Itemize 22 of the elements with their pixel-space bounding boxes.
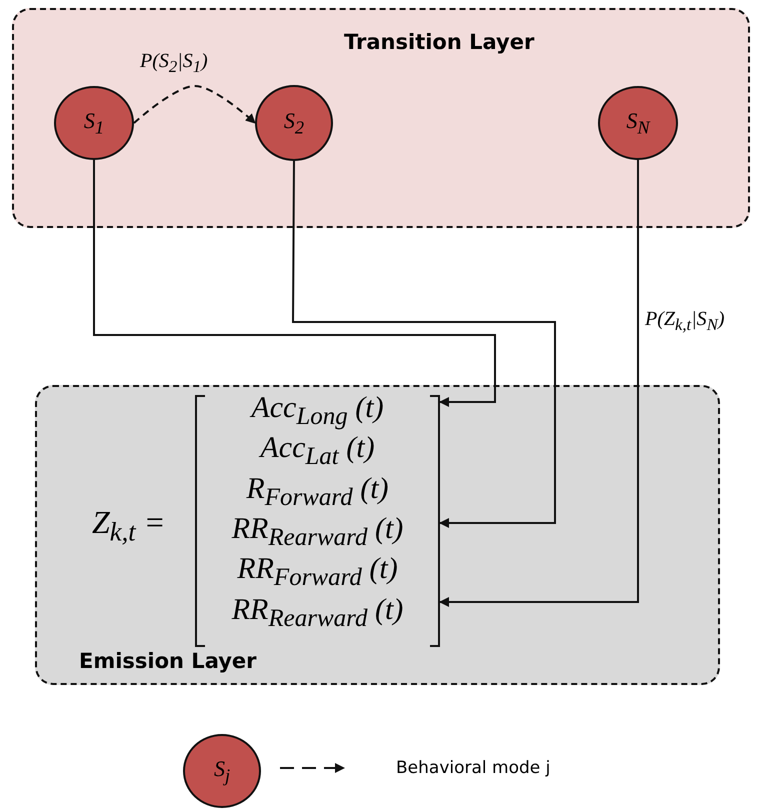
arrow — [439, 160, 639, 607]
vector-entry: R$_{Forward}$ (t) — [245, 474, 390, 510]
layer-panel — [35, 385, 720, 685]
edge-label: P(Z$_{k,t}$|S$_{N}$) — [645, 308, 724, 335]
vector-equation-label: Z$_{k,t}$ = — [92, 504, 166, 548]
legend-text: Behavioral mode j — [396, 758, 550, 778]
observation-vector — [195, 395, 440, 647]
vector-entry: Acc$_{Long}$ (t) — [248, 393, 385, 429]
layer-title: Transition Layer — [344, 30, 534, 54]
arrow — [133, 85, 256, 124]
state-label: S$_{2}$ — [284, 108, 304, 138]
vector-entry: RR$_{Rearward}$ (t) — [230, 594, 404, 631]
layer-panel — [12, 8, 750, 228]
vector-entry: RR$_{Forward}$ (t) — [236, 554, 399, 590]
arrow — [292, 161, 556, 528]
vector-entry: Acc$_{Lat}$ (t) — [258, 433, 376, 470]
arrow — [93, 160, 496, 407]
state-label: S$_{1}$ — [84, 108, 104, 138]
vector-entry: RR$_{Rearward}$ (t) — [230, 514, 404, 550]
state-label: S$_{N}$ — [626, 108, 650, 138]
layer-title: Emission Layer — [79, 649, 257, 673]
state-label: S$_{j}$ — [214, 756, 230, 786]
